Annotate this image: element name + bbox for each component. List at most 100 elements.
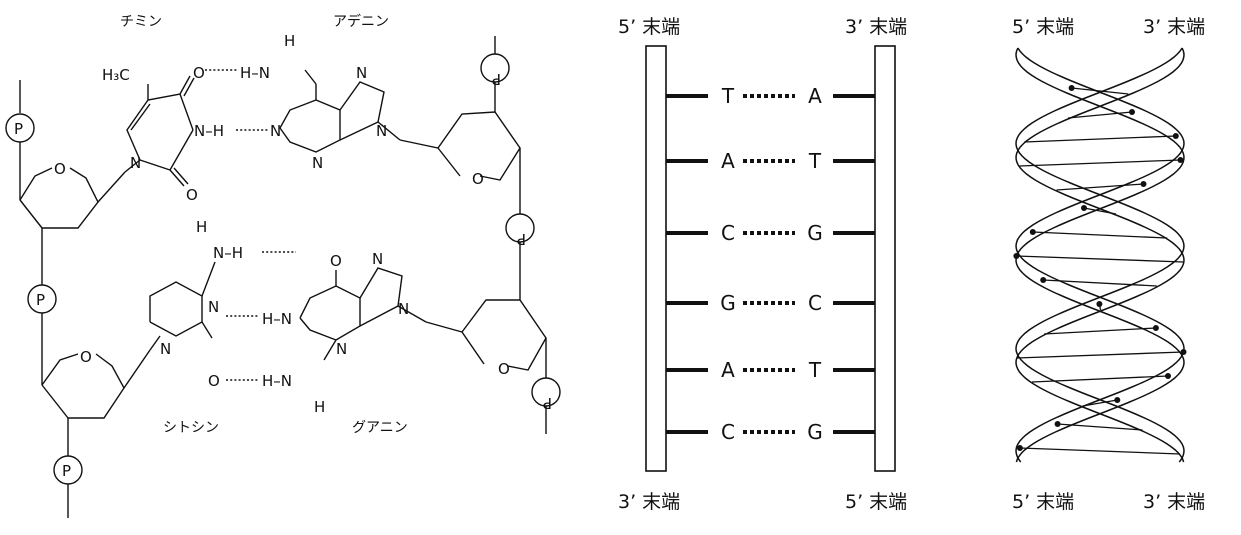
carbonyl-oxygen: O xyxy=(186,186,198,204)
base-pair-row: T A xyxy=(666,84,875,108)
base-pair-row: C G xyxy=(666,221,875,245)
left-base: G xyxy=(720,291,736,315)
helix-rung xyxy=(1024,135,1176,143)
adenine-ring: H H–N N N N N xyxy=(240,32,401,172)
ladder-left-bottom-end: 3’ 末端 xyxy=(618,491,680,513)
thymine-label: チミン xyxy=(120,14,162,30)
ring-nitrogen: N xyxy=(312,154,323,172)
ring-nitrogen: N xyxy=(270,122,281,140)
phosphate-symbol: P xyxy=(36,291,45,309)
amino-group: N–H xyxy=(213,244,243,262)
helix-rung xyxy=(1031,375,1169,383)
base-pair-ladder: 5’ 末端 3’ 末端 3’ 末端 5’ 末端 T A A T C G xyxy=(618,16,907,513)
left-base: A xyxy=(721,358,735,382)
left-strand-rail xyxy=(645,45,667,472)
helix-rung-end xyxy=(1180,349,1187,355)
ring-nitrogen: N xyxy=(398,300,409,318)
helix-rung-end xyxy=(1129,109,1135,115)
base-pair-row: A T xyxy=(666,149,875,173)
double-helix: 5’ 末端 3’ 末端 5’ 末端 3’ 末端 xyxy=(1012,16,1205,513)
hydrogen-atom: H xyxy=(314,398,325,416)
left-base: C xyxy=(721,420,735,444)
right-backbone: P P P O O xyxy=(399,36,561,434)
hydrogen-atom: H xyxy=(284,32,295,50)
ring-nitrogen: N xyxy=(356,64,367,82)
amino-group: H–N xyxy=(240,64,270,82)
right-base: T xyxy=(808,149,822,173)
helix-rung xyxy=(1083,207,1117,215)
helix-strands xyxy=(1015,47,1185,463)
methyl-group: H₃C xyxy=(102,66,130,84)
imino-group: N–H xyxy=(194,122,224,140)
helix-right-top-end: 3’ 末端 xyxy=(1143,16,1205,38)
helix-rung xyxy=(1043,279,1157,287)
helix-rung-end xyxy=(1096,301,1103,307)
ring-oxygen: O xyxy=(80,348,92,366)
left-base: C xyxy=(721,221,735,245)
carbonyl-oxygen: O xyxy=(193,64,205,82)
adenine-label: アデニン xyxy=(333,13,389,30)
right-strand-rail xyxy=(874,45,896,472)
ring-nitrogen: N xyxy=(372,250,383,268)
helix-right-bottom-end: 3’ 末端 xyxy=(1143,491,1205,513)
helix-rung-end xyxy=(1068,85,1075,91)
helix-rung-end xyxy=(1016,445,1023,451)
helix-base-pairs xyxy=(1013,85,1187,455)
helix-left-bottom-end: 5’ 末端 xyxy=(1012,491,1074,513)
phosphate-symbol: P xyxy=(543,394,552,412)
imino-group: H–N xyxy=(262,310,292,328)
helix-rung xyxy=(1056,183,1144,191)
helix-rung-end xyxy=(1081,205,1087,211)
ring-nitrogen: N xyxy=(160,340,171,358)
helix-strand-b xyxy=(1015,47,1185,463)
helix-rung-end xyxy=(1029,229,1036,235)
ladder-right-bottom-end: 5’ 末端 xyxy=(845,491,907,513)
ring-nitrogen: N xyxy=(208,298,219,316)
phosphate-symbol: P xyxy=(492,70,501,88)
helix-rung-end xyxy=(1040,277,1047,283)
base-pair-row: G C xyxy=(666,291,875,315)
ring-oxygen: O xyxy=(472,170,484,188)
helix-rung-end xyxy=(1177,157,1184,163)
helix-rung xyxy=(1071,87,1129,95)
right-base: G xyxy=(807,221,823,245)
phosphate-symbol: P xyxy=(517,230,526,248)
helix-rung xyxy=(1016,351,1184,359)
right-base: T xyxy=(808,358,822,382)
helix-rung xyxy=(1044,327,1156,335)
right-base: C xyxy=(808,291,822,315)
hydrogen-atom: H xyxy=(196,218,207,236)
helix-rung-end xyxy=(1114,397,1121,403)
deoxyribose-ring: O xyxy=(41,348,151,419)
base-pair-row: C G xyxy=(666,420,875,444)
helix-rung xyxy=(1082,399,1118,407)
carbonyl-oxygen: O xyxy=(330,252,342,270)
helix-rung xyxy=(1019,447,1181,455)
right-base: A xyxy=(808,84,822,108)
left-base: T xyxy=(721,84,735,108)
ring-oxygen: O xyxy=(54,160,66,178)
amino-group: H–N xyxy=(262,372,292,390)
helix-rung-end xyxy=(1165,373,1171,379)
ring-oxygen: O xyxy=(498,360,510,378)
guanine-ring: O N N H–N N H–N H xyxy=(262,250,427,416)
ring-nitrogen: N xyxy=(336,340,347,358)
helix-rung-end xyxy=(1013,253,1020,259)
deoxyribose-ring: O xyxy=(19,160,126,229)
chemical-structure-panel: チミン アデニン シトシン グアニン P P P O xyxy=(5,13,561,518)
cytosine-ring: H N–H N N O xyxy=(149,218,243,390)
helix-rung xyxy=(1019,159,1181,167)
helix-rung-end xyxy=(1152,325,1159,331)
left-base: A xyxy=(721,149,735,173)
helix-rung xyxy=(1067,111,1133,119)
thymine-ring: H₃C O O N N–H xyxy=(102,64,224,204)
helix-rung-end xyxy=(1172,133,1179,139)
ladder-right-top-end: 3’ 末端 xyxy=(845,16,907,38)
guanine-label: グアニン xyxy=(352,420,408,436)
left-backbone: P P P xyxy=(5,80,83,518)
helix-left-top-end: 5’ 末端 xyxy=(1012,16,1074,38)
ring-nitrogen: N xyxy=(376,122,387,140)
helix-rung xyxy=(1032,231,1168,239)
